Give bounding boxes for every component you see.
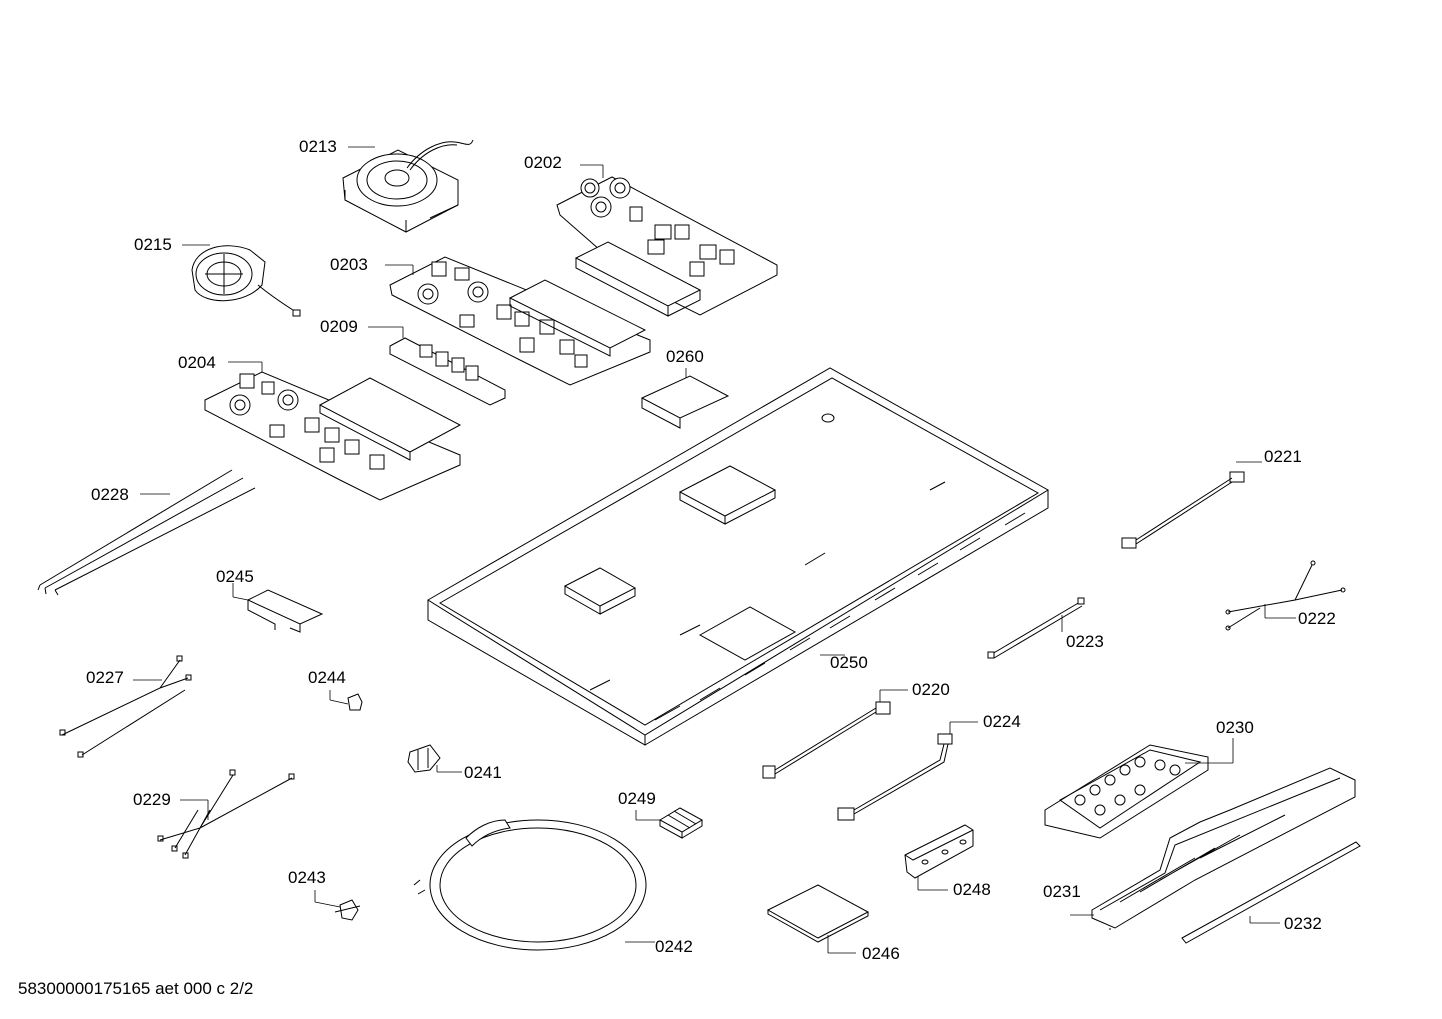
label-0204: 0204 [178, 353, 216, 372]
part-0242-hose-ring: 0242 [413, 819, 693, 956]
label-0260: 0260 [666, 347, 704, 366]
part-0222-wire: 0222 [1225, 560, 1346, 631]
part-0213-fan: 0213 [299, 137, 474, 233]
label-0202: 0202 [524, 153, 562, 172]
part-0228-cables: 0228 [37, 469, 256, 596]
label-0249: 0249 [618, 789, 656, 808]
part-0204-power-board: 0204 [178, 353, 462, 501]
label-0231: 0231 [1043, 882, 1081, 901]
label-0209: 0209 [320, 317, 358, 336]
label-0248: 0248 [953, 880, 991, 899]
label-0229: 0229 [133, 790, 171, 809]
label-0203: 0203 [330, 255, 368, 274]
part-0209-filter-board: 0209 [320, 317, 506, 406]
label-0244: 0244 [308, 668, 346, 687]
label-0241: 0241 [464, 763, 502, 782]
part-0230-control-board: 0230 [1044, 718, 1254, 839]
part-0223-cable: 0223 [987, 597, 1104, 659]
label-0222: 0222 [1298, 609, 1336, 628]
label-0246: 0246 [862, 944, 900, 963]
label-0250: 0250 [830, 653, 868, 672]
part-0244-clip: 0244 [308, 668, 363, 711]
label-0220: 0220 [912, 680, 950, 699]
part-0203-power-board: 0203 [330, 255, 651, 386]
part-0202-power-board: 0202 [524, 153, 778, 317]
label-0243: 0243 [288, 868, 326, 887]
label-0223: 0223 [1066, 632, 1104, 651]
part-0227-wires: 0227 [59, 655, 192, 758]
part-0249-terminal-block: 0249 [618, 789, 704, 839]
label-0228: 0228 [91, 485, 129, 504]
part-0224-cable: 0224 [837, 712, 1021, 821]
label-0232: 0232 [1284, 914, 1322, 933]
label-0221: 0221 [1264, 447, 1302, 466]
part-0231-frame: 0231 [1043, 767, 1356, 930]
document-id: 58300000175165 aet 000 c 2/2 [18, 979, 254, 998]
part-0221-cable: 0221 [1121, 447, 1302, 549]
label-0224: 0224 [983, 712, 1021, 731]
part-0215-blower: 0215 [134, 235, 301, 317]
label-0215: 0215 [134, 235, 172, 254]
part-0220-cable: 0220 [762, 680, 950, 779]
part-0229-wires: 0229 [133, 769, 295, 859]
part-0232-strip: 0232 [1181, 841, 1361, 944]
part-0243-clip: 0243 [288, 868, 361, 921]
label-0213: 0213 [299, 137, 337, 156]
label-0227: 0227 [86, 668, 124, 687]
part-0245-bracket: 0245 [216, 567, 324, 633]
part-0260-bracket: 0260 [640, 347, 730, 429]
label-0230: 0230 [1216, 718, 1254, 737]
label-0242: 0242 [655, 937, 693, 956]
part-0250-housing-tray: 0250 [427, 367, 1049, 746]
part-0248-bracket: 0248 [904, 824, 991, 899]
part-0246-cover-plate: 0246 [766, 884, 900, 963]
part-0241-clip: 0241 [407, 744, 502, 782]
label-0245: 0245 [216, 567, 254, 586]
